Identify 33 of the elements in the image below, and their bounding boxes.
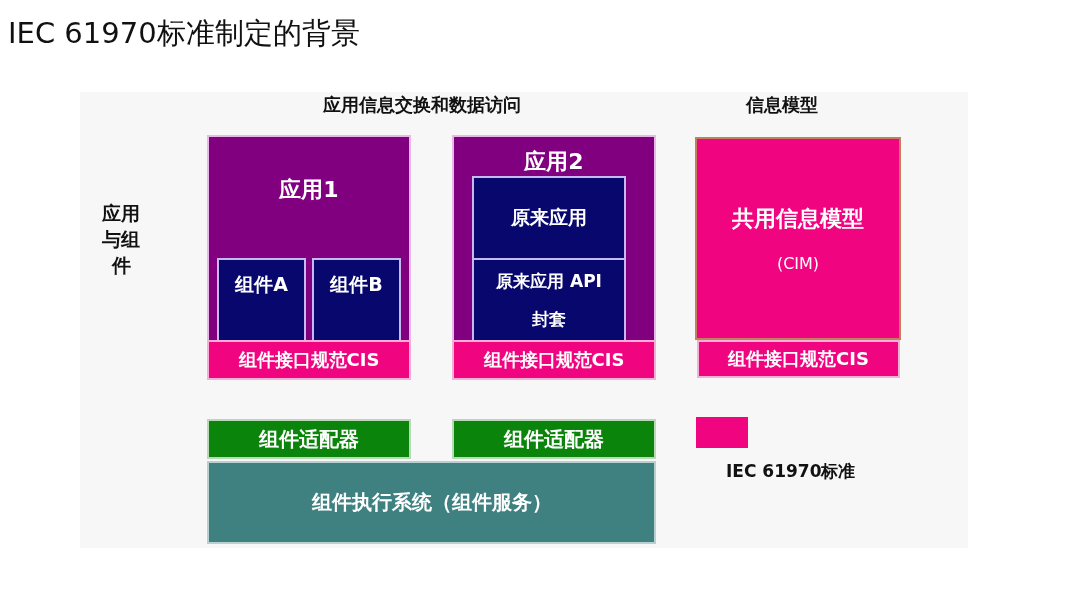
column-heading: 信息模型 (744, 93, 819, 117)
interface-bar (452, 340, 656, 380)
box-label: 应用2 (524, 148, 584, 176)
execution-system-bar (207, 461, 656, 544)
interface-bar (697, 340, 900, 378)
legacy-app-box (472, 176, 626, 260)
box-label: 组件接口规范CIS (728, 347, 869, 371)
interface-bar (207, 340, 411, 380)
adapter-bar (207, 419, 411, 459)
api-wrapper-box (472, 258, 626, 342)
box-label: 封套 (532, 307, 566, 331)
adapter-bar (452, 419, 656, 459)
page-title: IEC 61970标准制定的背景 (8, 15, 360, 52)
box-label: 组件A (235, 272, 288, 297)
abbreviation: (CIM) (776, 254, 820, 273)
box-label: 原来应用 API (496, 269, 602, 293)
box-label: 原来应用 (511, 205, 587, 230)
model-box (695, 137, 901, 340)
row-heading: 应用与组件 (101, 201, 141, 278)
box-label: 组件执行系统（组件服务） (311, 489, 552, 516)
box-label: 组件B (330, 272, 383, 297)
box-label: 共用信息模型 (732, 205, 864, 233)
application-box (207, 135, 411, 380)
legend-label: IEC 61970标准 (726, 460, 856, 483)
application-box (452, 135, 656, 380)
box-label: 组件接口规范CIS (483, 348, 625, 372)
column-heading: 应用信息交换和数据访问 (322, 93, 522, 117)
box-label: 组件适配器 (504, 425, 604, 453)
component-box (217, 258, 306, 342)
component-box (312, 258, 401, 342)
box-label: 组件接口规范CIS (238, 348, 380, 372)
box-label: 组件适配器 (259, 425, 359, 453)
box-label: 应用1 (279, 176, 339, 204)
